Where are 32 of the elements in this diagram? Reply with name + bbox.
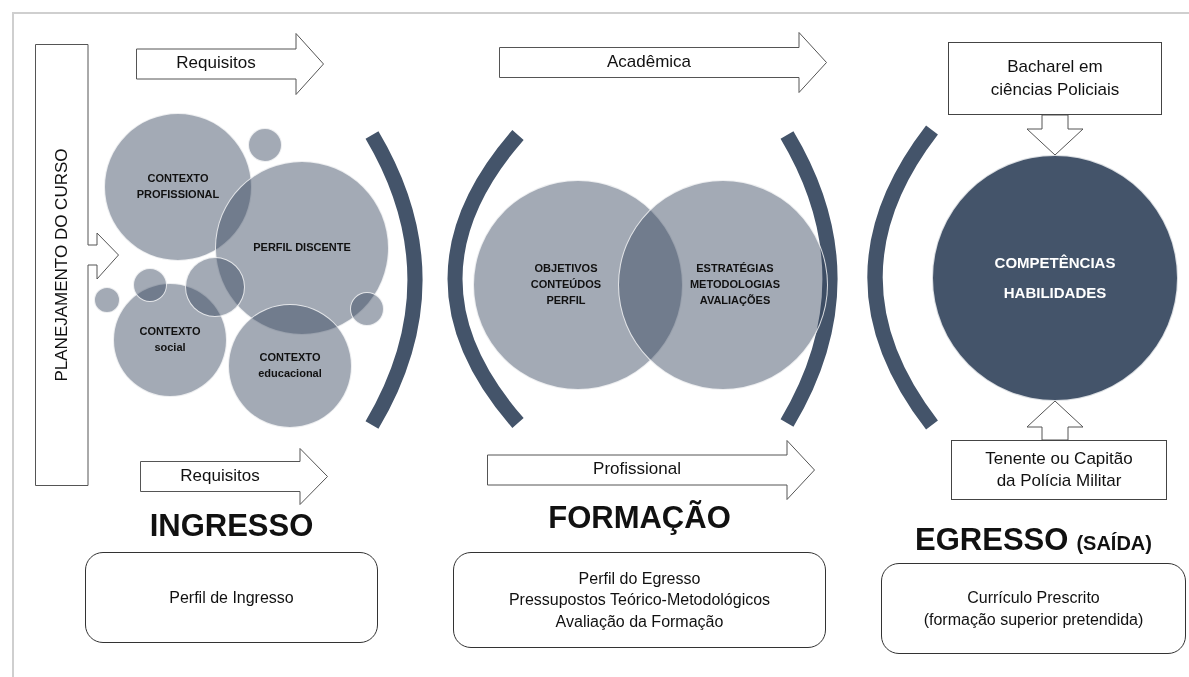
arrow-label: Profissional <box>592 459 682 479</box>
block-arrow <box>1026 400 1084 441</box>
section-heading: FORMAÇÃO <box>548 500 731 536</box>
section-heading: EGRESSO <box>915 522 1069 558</box>
small-circle <box>248 128 282 162</box>
section-heading: INGRESSO <box>149 508 314 544</box>
circle-label: PERFIL DISCENTE <box>253 240 351 256</box>
circle-label: CONTEXTO social <box>139 324 201 355</box>
circle-label: METODOLOGIAS <box>689 277 781 293</box>
small-circle <box>185 257 245 317</box>
circle-label: HABILIDADES <box>1003 283 1107 303</box>
circle-label: CONTEXTO educacional <box>258 350 322 381</box>
text-box: Tenente ou Capitão da Polícia Militar <box>951 440 1167 500</box>
arrow-label: Requisitos <box>179 465 261 486</box>
rounded-box: Currículo Prescrito (formação superior pretendida) <box>881 563 1186 654</box>
small-circle <box>94 287 120 313</box>
circle-label: ESTRATÉGIAS <box>696 261 774 277</box>
small-circle <box>133 268 167 302</box>
block-arrow <box>1026 114 1084 156</box>
arrow-label: Requisitos <box>175 53 257 73</box>
vertical-label: PLANEJAMENTO DO CURSO <box>51 148 72 382</box>
rounded-box: Perfil de Ingresso <box>85 552 378 643</box>
arrow-label: Acadêmica <box>605 51 693 72</box>
heading-note: (SAÍDA) <box>1076 532 1152 555</box>
rounded-box: Perfil do Egresso Pressupostos Teórico-Metodológicos Avaliação da Formação <box>453 552 826 648</box>
circle-label: OBJETIVOS <box>534 261 598 277</box>
circle-label: AVALIAÇÕES <box>699 292 771 308</box>
circle-label: PERFIL <box>546 292 586 308</box>
circle-label: COMPETÊNCIAS <box>994 253 1116 273</box>
circle-label: CONTEXTO PROFISSIONAL <box>136 171 220 202</box>
text-box: Bacharel em ciências Policiais <box>948 42 1162 115</box>
circle-label: CONTEÚDOS <box>530 277 602 293</box>
